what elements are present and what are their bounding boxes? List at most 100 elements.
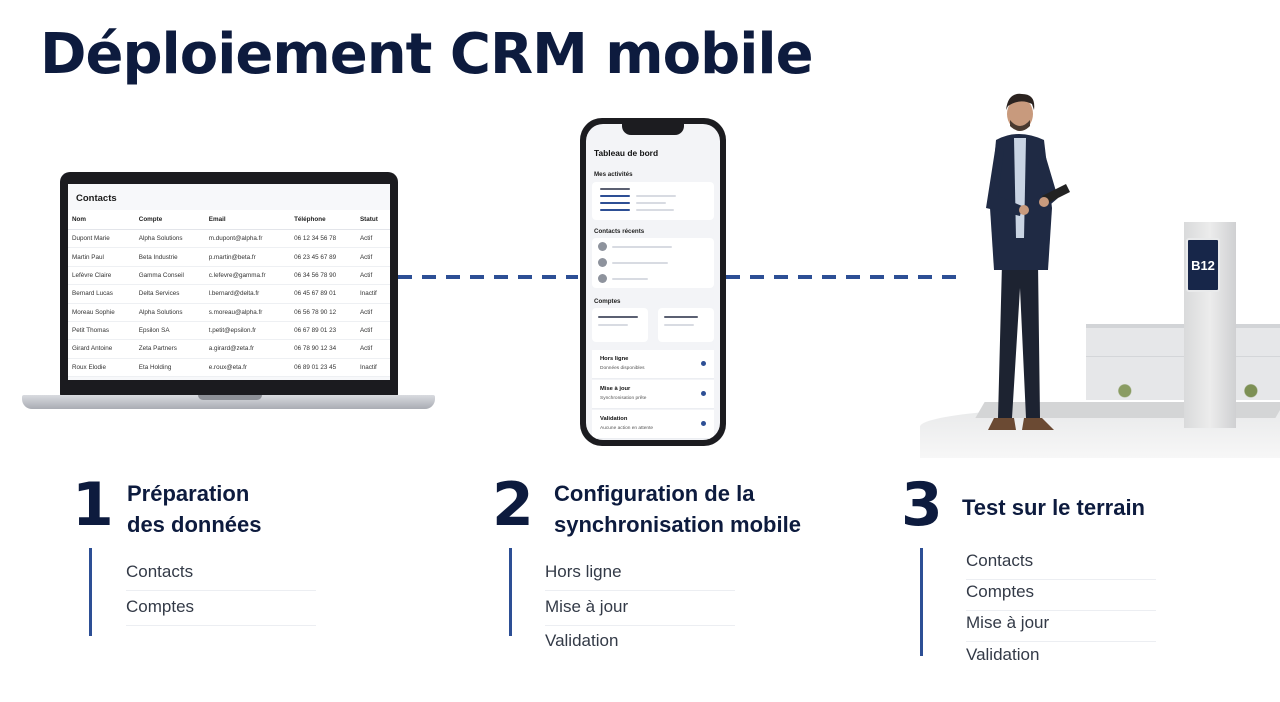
table-cell: Actif [355, 229, 390, 249]
contact-bar [612, 278, 648, 280]
table-cell: Alpha Solutions [134, 229, 205, 249]
table-cell: Delta Services [134, 284, 205, 304]
status-row-update: Mise à jour Synchronisation prête [592, 380, 714, 409]
table-cell: p.martin@beta.fr [204, 247, 291, 267]
step-3-item-contacts: Contacts [966, 551, 1156, 580]
table-cell: t.petit@epsilon.fr [204, 321, 291, 341]
table-cell: c.lefevre@gamma.fr [204, 266, 291, 286]
table-cell: Beta Industrie [134, 247, 205, 267]
table-cell: 06 78 90 12 34 [290, 339, 356, 359]
table-cell: 06 23 45 67 89 [290, 247, 356, 267]
table-cell: Moreau Sophie [68, 303, 135, 322]
table-cell: Alpha Solutions [134, 303, 205, 322]
table-cell: Inactif [355, 284, 390, 304]
table-cell: Actif [355, 247, 390, 267]
table-cell: Martin Paul [68, 247, 135, 267]
grass [1086, 380, 1280, 398]
table-cell: Petit Thomas [68, 321, 135, 341]
table-header-row: Nom Compte Email Téléphone Statut [68, 210, 390, 230]
step-3-item-mise-a-jour: Mise à jour [966, 613, 1156, 642]
field-scene: B12 [920, 88, 1280, 468]
step-2-title: Configuration de la synchronisation mobi… [554, 478, 801, 540]
step-3-item-comptes: Comptes [966, 582, 1156, 611]
step-2-number: 2 [492, 470, 534, 540]
table-cell: Gamma Conseil [134, 266, 205, 286]
step-2-item-hors-ligne: Hors ligne [545, 562, 735, 591]
table-cell: s.moreau@alpha.fr [204, 303, 291, 322]
column-header: Nom [68, 210, 135, 230]
activity-bar [600, 209, 630, 211]
table-cell: Girard Antoine [68, 339, 135, 359]
step-2-title-line2: synchronisation mobile [554, 512, 801, 537]
step-1-item-comptes: Comptes [126, 597, 316, 626]
column-header: Compte [134, 210, 205, 230]
step-2-title-line1: Configuration de la [554, 481, 755, 506]
step-2-item-validation: Validation [545, 631, 619, 650]
status-label: Validation [600, 416, 628, 422]
table-cell: 06 45 67 89 01 [290, 284, 356, 304]
step-1-accent-line [89, 548, 92, 636]
status-dot-icon [701, 421, 706, 426]
phone-screen: Tableau de bord Mes activités Contacts r… [586, 124, 720, 440]
table-cell: a.girard@zeta.fr [204, 339, 291, 359]
status-dot-icon [701, 361, 706, 366]
table-cell: Bernard Lucas [68, 284, 135, 304]
activity-bar [600, 188, 630, 190]
step-1-title-line2: des données [127, 512, 262, 537]
step-2-accent-line [509, 548, 512, 636]
avatar [598, 258, 607, 267]
table-cell: Roux Elodie [68, 358, 135, 378]
step-1-title-line1: Préparation [127, 481, 250, 506]
account-card [592, 308, 648, 342]
accounts-section-label: Comptes [594, 298, 621, 305]
activities-card [592, 182, 714, 220]
table-cell: Epsilon SA [134, 321, 205, 341]
person-with-tablet-icon [986, 93, 1070, 430]
column-header: Statut [355, 210, 390, 230]
phone-notch [622, 124, 684, 135]
account-card [658, 308, 714, 342]
status-dot-icon [701, 391, 706, 396]
step-3-title-line1: Test sur le terrain [962, 495, 1145, 520]
laptop-base [22, 395, 435, 409]
step-1-title: Préparation des données [127, 478, 261, 540]
table-cell: e.roux@eta.fr [204, 358, 291, 378]
table-cell: 06 56 78 90 12 [290, 303, 356, 322]
table-cell: Eta Holding [134, 358, 205, 378]
status-row-offline: Hors ligne Données disponibles [592, 350, 714, 379]
step-3-number: 3 [901, 470, 943, 540]
step-3-title: Test sur le terrain [962, 492, 1145, 523]
activity-bar [636, 202, 666, 204]
avatar [598, 242, 607, 251]
table-cell: Actif [355, 321, 390, 341]
laptop-screen: Contacts Nom Compte Email Téléphone Stat… [68, 184, 390, 380]
account-bar [664, 324, 694, 326]
wall-line [1086, 356, 1280, 357]
column-header: Email [204, 210, 291, 230]
step-3-item-validation: Validation [966, 645, 1040, 664]
table-cell: Zeta Partners [134, 339, 205, 359]
laptop-illustration: Contacts Nom Compte Email Téléphone Stat… [22, 172, 435, 414]
table-cell: 06 34 56 78 90 [290, 266, 356, 286]
step-2-item-mise-a-jour: Mise à jour [545, 597, 735, 626]
status-sub: Synchronisation prête [600, 396, 647, 401]
page-title: Déploiement CRM mobile [40, 22, 814, 87]
account-bar [598, 324, 628, 326]
activities-section-label: Mes activités [594, 171, 633, 178]
table-cell: Actif [355, 266, 390, 286]
table-cell: 06 67 89 01 23 [290, 321, 356, 341]
avatar [598, 274, 607, 283]
status-row-validation: Validation Aucune action en attente [592, 410, 714, 439]
column-header: Téléphone [290, 210, 356, 230]
activity-bar [636, 209, 674, 211]
table-cell: Dupont Marie [68, 229, 135, 249]
table-cell: Actif [355, 303, 390, 322]
status-sub: Aucune action en attente [600, 426, 654, 431]
